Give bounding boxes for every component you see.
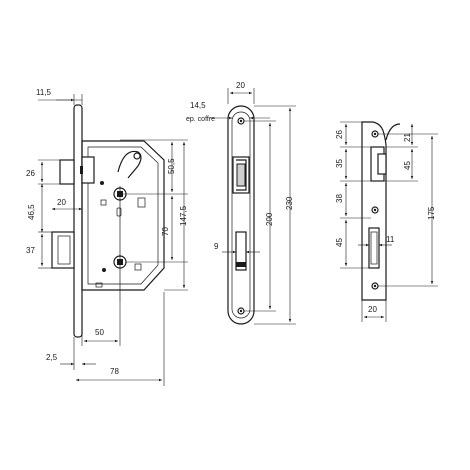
strike-plate-view <box>361 121 401 301</box>
latch-bolt <box>59 159 75 185</box>
dim-50: 50 <box>95 328 104 337</box>
dim-fp-9: 9 <box>214 242 219 251</box>
dim-sp-20: 20 <box>368 305 377 314</box>
faceplate-inner <box>231 111 251 319</box>
lock-body-dimensions: 11,5 26 46,5 20 37 50,5 70 147,5 <box>26 88 188 386</box>
dim-50-5: 50,5 <box>167 158 176 174</box>
strike-bolt-opening <box>368 227 380 269</box>
dead-bolt <box>51 231 75 269</box>
lever-spring <box>117 150 142 179</box>
dim-2-5: 2,5 <box>46 353 58 362</box>
latch-housing <box>81 156 95 184</box>
part-marker-2 <box>137 197 146 208</box>
dim-sp-26: 26 <box>335 130 344 139</box>
dim-fp-ep-coffre: ep. coffre <box>186 116 215 123</box>
dim-sp-35: 35 <box>335 159 344 168</box>
dim-sp-11: 11 <box>386 235 395 244</box>
dead-bolt-inner <box>57 235 71 265</box>
strike-screw-middle <box>371 206 379 214</box>
part-slot-1 <box>116 207 122 217</box>
dim-sp-45-top: 45 <box>403 161 412 170</box>
lock-body-view <box>51 104 165 338</box>
screw-hole-2 <box>102 268 106 272</box>
strike-plate-dimensions: 26 35 38 45 21 45 11 175 20 <box>335 121 438 322</box>
screw-hole-1 <box>100 181 104 185</box>
dim-sp-45-bottom: 45 <box>335 238 344 247</box>
dim-26: 26 <box>26 169 35 178</box>
dim-sp-175: 175 <box>427 206 436 220</box>
lock-front-plate <box>73 104 83 338</box>
part-marker-1 <box>100 199 107 206</box>
lock-case-outline <box>81 140 165 291</box>
part-marker-3 <box>134 263 142 271</box>
dim-fp-230: 230 <box>285 196 294 210</box>
lever-pivot <box>133 152 141 160</box>
dim-sp-21: 21 <box>403 133 412 142</box>
dim-78: 78 <box>110 367 119 376</box>
dim-fp-14-5: 14,5 <box>190 101 206 110</box>
dim-147-5: 147,5 <box>179 205 188 226</box>
dim-37: 37 <box>26 246 35 255</box>
faceplate-dimensions: 20 14,5 ep. coffre 9 200 230 <box>186 81 296 325</box>
dim-fp-20: 20 <box>236 81 245 90</box>
faceplate-view <box>227 105 255 325</box>
dim-sp-38: 38 <box>335 194 344 203</box>
part-marker-4 <box>95 282 103 288</box>
dim-fp-200: 200 <box>265 212 274 226</box>
dim-11-5: 11,5 <box>36 88 52 97</box>
lock-case-inner <box>87 146 159 285</box>
latch-tongue <box>236 163 246 187</box>
dim-20-bolt: 20 <box>57 198 66 207</box>
latch-spring <box>80 166 83 174</box>
dim-70: 70 <box>161 227 170 236</box>
dim-46-5: 46,5 <box>27 204 36 220</box>
